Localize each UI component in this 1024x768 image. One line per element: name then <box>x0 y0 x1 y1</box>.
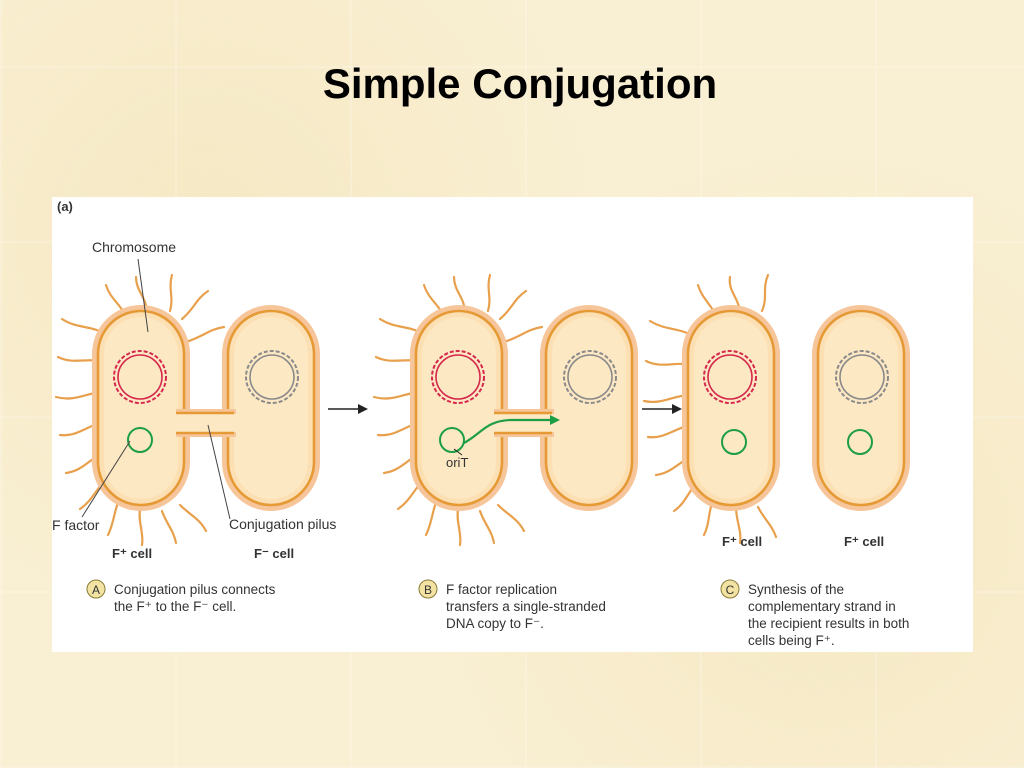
donor-cell-a <box>92 305 190 511</box>
stage-c: F⁺ cell F⁺ cell <box>642 273 910 549</box>
recipient-chromosome <box>245 350 299 404</box>
step-c-line-3: the recipient results in both <box>748 616 909 631</box>
stage-a: Chromosome F factor Conjugation pilus F⁺… <box>52 239 336 561</box>
cell-label-f-plus-c-left: F⁺ cell <box>722 534 762 549</box>
recipient-cell-a <box>222 305 320 511</box>
donor-chromosome <box>113 350 167 404</box>
recipient-cell-c <box>812 305 910 511</box>
step-c-line-1: Synthesis of the <box>748 582 844 597</box>
conjugation-pilus-label: Conjugation pilus <box>229 516 336 532</box>
f-factor-plasmid-c-donor <box>721 429 747 455</box>
cell-label-f-minus-a: F⁻ cell <box>254 546 294 561</box>
step-b-line-2: transfers a single-stranded <box>446 599 606 614</box>
cell-label-f-plus-a: F⁺ cell <box>112 546 152 561</box>
f-factor-plasmid-b <box>439 427 465 453</box>
step-letter-a: A <box>92 583 100 597</box>
caption-a: A Conjugation pilus connects the F⁺ to t… <box>86 579 276 614</box>
f-factor-plasmid-c-recipient <box>847 429 873 455</box>
slide-title: Simple Conjugation <box>322 60 718 107</box>
arrow-a-to-b <box>328 404 368 414</box>
step-c-line-2: complementary strand in <box>748 599 896 614</box>
caption-c: C Synthesis of the complementary strand … <box>720 579 909 648</box>
cell-label-f-plus-c-right: F⁺ cell <box>844 534 884 549</box>
step-letter-b: B <box>424 583 432 597</box>
donor-cell-c <box>682 305 780 511</box>
orit-label: oriT <box>446 455 468 470</box>
f-factor-plasmid <box>127 427 153 453</box>
step-a-line-1: Conjugation pilus connects <box>114 582 276 597</box>
step-b-line-3: DNA copy to F⁻. <box>446 616 544 631</box>
step-a-line-2: the F⁺ to the F⁻ cell. <box>114 599 236 614</box>
f-factor-label: F factor <box>52 517 100 533</box>
panel-label: (a) <box>57 199 73 214</box>
arrow-b-to-c <box>642 404 682 414</box>
conjugation-pilus-bridge <box>174 409 238 437</box>
chromosome-label: Chromosome <box>92 239 176 255</box>
caption-b: B F factor replication transfers a singl… <box>418 579 606 631</box>
step-letter-c: C <box>726 583 735 597</box>
conjugation-figure: (a) Chr <box>52 197 973 652</box>
step-b-line-1: F factor replication <box>446 582 557 597</box>
step-c-line-4: cells being F⁺. <box>748 633 835 648</box>
stage-b: oriT <box>372 273 638 547</box>
ssdna-transfer-arrow <box>463 418 550 444</box>
